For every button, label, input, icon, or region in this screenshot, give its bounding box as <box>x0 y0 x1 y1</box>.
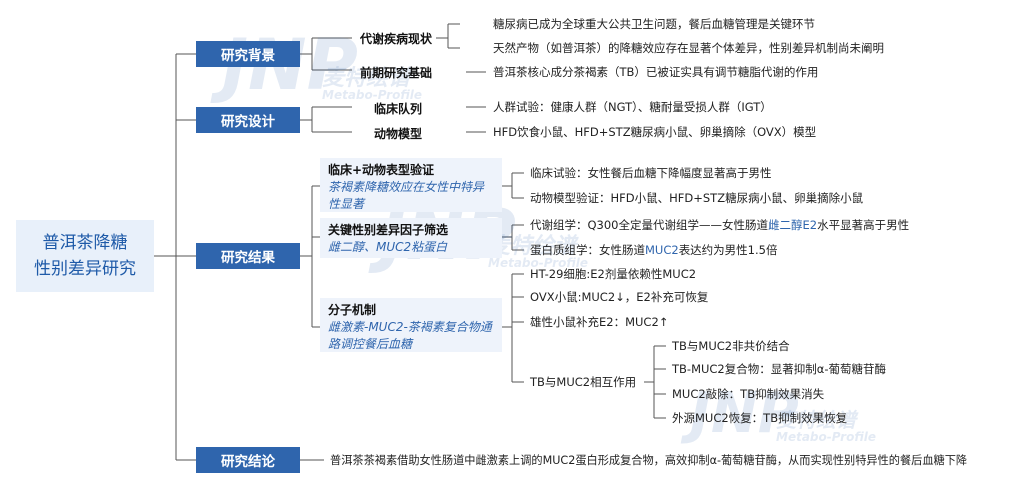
leaf-text-part: 表达约为男性1.5倍 <box>678 243 778 257</box>
sub-animal-model: 动物模型 <box>374 127 423 141</box>
node-results: 研究结果 <box>196 243 300 269</box>
root-topic: 普洱茶降糖 性别差异研究 <box>16 220 154 292</box>
node-conclusion: 研究结论 <box>196 447 300 473</box>
leaf-text: 外源MUC2恢复：TB抑制效果恢复 <box>672 411 848 425</box>
panel-subtitle: 茶褐素降糖效应在女性中特异性显著 <box>328 180 485 211</box>
leaf-text-part: 水平显著高于男性 <box>817 218 910 232</box>
leaf-text-proteomics: 蛋白质组学：女性肠道MUC2表达约为男性1.5倍 <box>530 243 777 258</box>
highlight-muc2: MUC2 <box>645 243 679 257</box>
sub-metabolic-status: 代谢疾病现状 <box>360 32 433 46</box>
leaf-text-part: 蛋白质组学：女性肠道 <box>530 243 645 257</box>
leaf-text: TB-MUC2复合物：显著抑制α-葡萄糖苷酶 <box>672 362 886 376</box>
leaf-text: TB与MUC2相互作用 <box>530 375 637 389</box>
leaf-text: 动物模型验证：HFD小鼠、HFD+STZ糖尿病小鼠、卵巢摘除小鼠 <box>530 191 864 205</box>
leaf-text: OVX小鼠:MUC2↓，E2补充可恢复 <box>530 290 709 304</box>
leaf-text: HT-29细胞:E2剂量依赖性MUC2 <box>530 267 697 281</box>
sub-clinical-cohort: 临床队列 <box>374 102 423 116</box>
panel-molecular-mechanism: 分子机制 雌激素-MUC2-茶褐素复合物通路调控餐后血糖 <box>320 298 502 352</box>
leaf-text: 临床试验：女性餐后血糖下降幅度显著高于男性 <box>530 166 772 180</box>
root-title-line1: 普洱茶降糖 <box>42 233 128 253</box>
leaf-text-part: 代谢组学：Q300全定量代谢组学——女性肠道 <box>530 218 768 232</box>
highlight-e2: 雌二醇E2 <box>768 218 818 232</box>
leaf-text: 糖尿病已成为全球重大公共卫生问题，餐后血糖管理是关键环节 <box>493 17 815 31</box>
conclusion-text: 普洱茶茶褐素借助女性肠道中雌激素上调的MUC2蛋白形成复合物，高效抑制α-葡萄糖… <box>330 454 968 467</box>
panel-title: 临床+动物表型验证 <box>328 163 435 177</box>
leaf-text: 天然产物（如普洱茶）的降糖效应存在显著个体差异，性别差异机制尚未阐明 <box>493 41 884 55</box>
leaf-text: MUC2敲除：TB抑制效果消失 <box>672 387 825 401</box>
panel-subtitle: 雌二醇、MUC2粘蛋白 <box>328 240 448 254</box>
panel-subtitle: 雌激素-MUC2-茶褐素复合物通路调控餐后血糖 <box>328 320 492 351</box>
leaf-text: 普洱茶核心成分茶褐素（TB）已被证实具有调节糖脂代谢的作用 <box>493 65 819 79</box>
node-design: 研究设计 <box>196 107 300 133</box>
leaf-text: 人群试验：健康人群（NGT）、糖耐量受损人群（IGT） <box>493 100 772 114</box>
sub-prior-research: 前期研究基础 <box>360 66 433 80</box>
node-background: 研究背景 <box>196 41 300 67</box>
panel-factor-screening: 关键性别差异因子筛选 雌二醇、MUC2粘蛋白 <box>320 218 502 258</box>
leaf-text: 雄性小鼠补充E2：MUC2↑ <box>530 315 669 329</box>
panel-title: 关键性别差异因子筛选 <box>328 223 449 237</box>
panel-title: 分子机制 <box>328 303 377 317</box>
root-title-line2: 性别差异研究 <box>34 259 136 279</box>
leaf-text-metabolomics: 代谢组学：Q300全定量代谢组学——女性肠道雌二醇E2水平显著高于男性 <box>530 218 909 233</box>
leaf-text: HFD饮食小鼠、HFD+STZ糖尿病小鼠、卵巢摘除（OVX）模型 <box>493 125 817 139</box>
panel-phenotype-validation: 临床+动物表型验证 茶褐素降糖效应在女性中特异性显著 <box>320 158 502 212</box>
leaf-text: TB与MUC2非共价结合 <box>672 339 790 353</box>
